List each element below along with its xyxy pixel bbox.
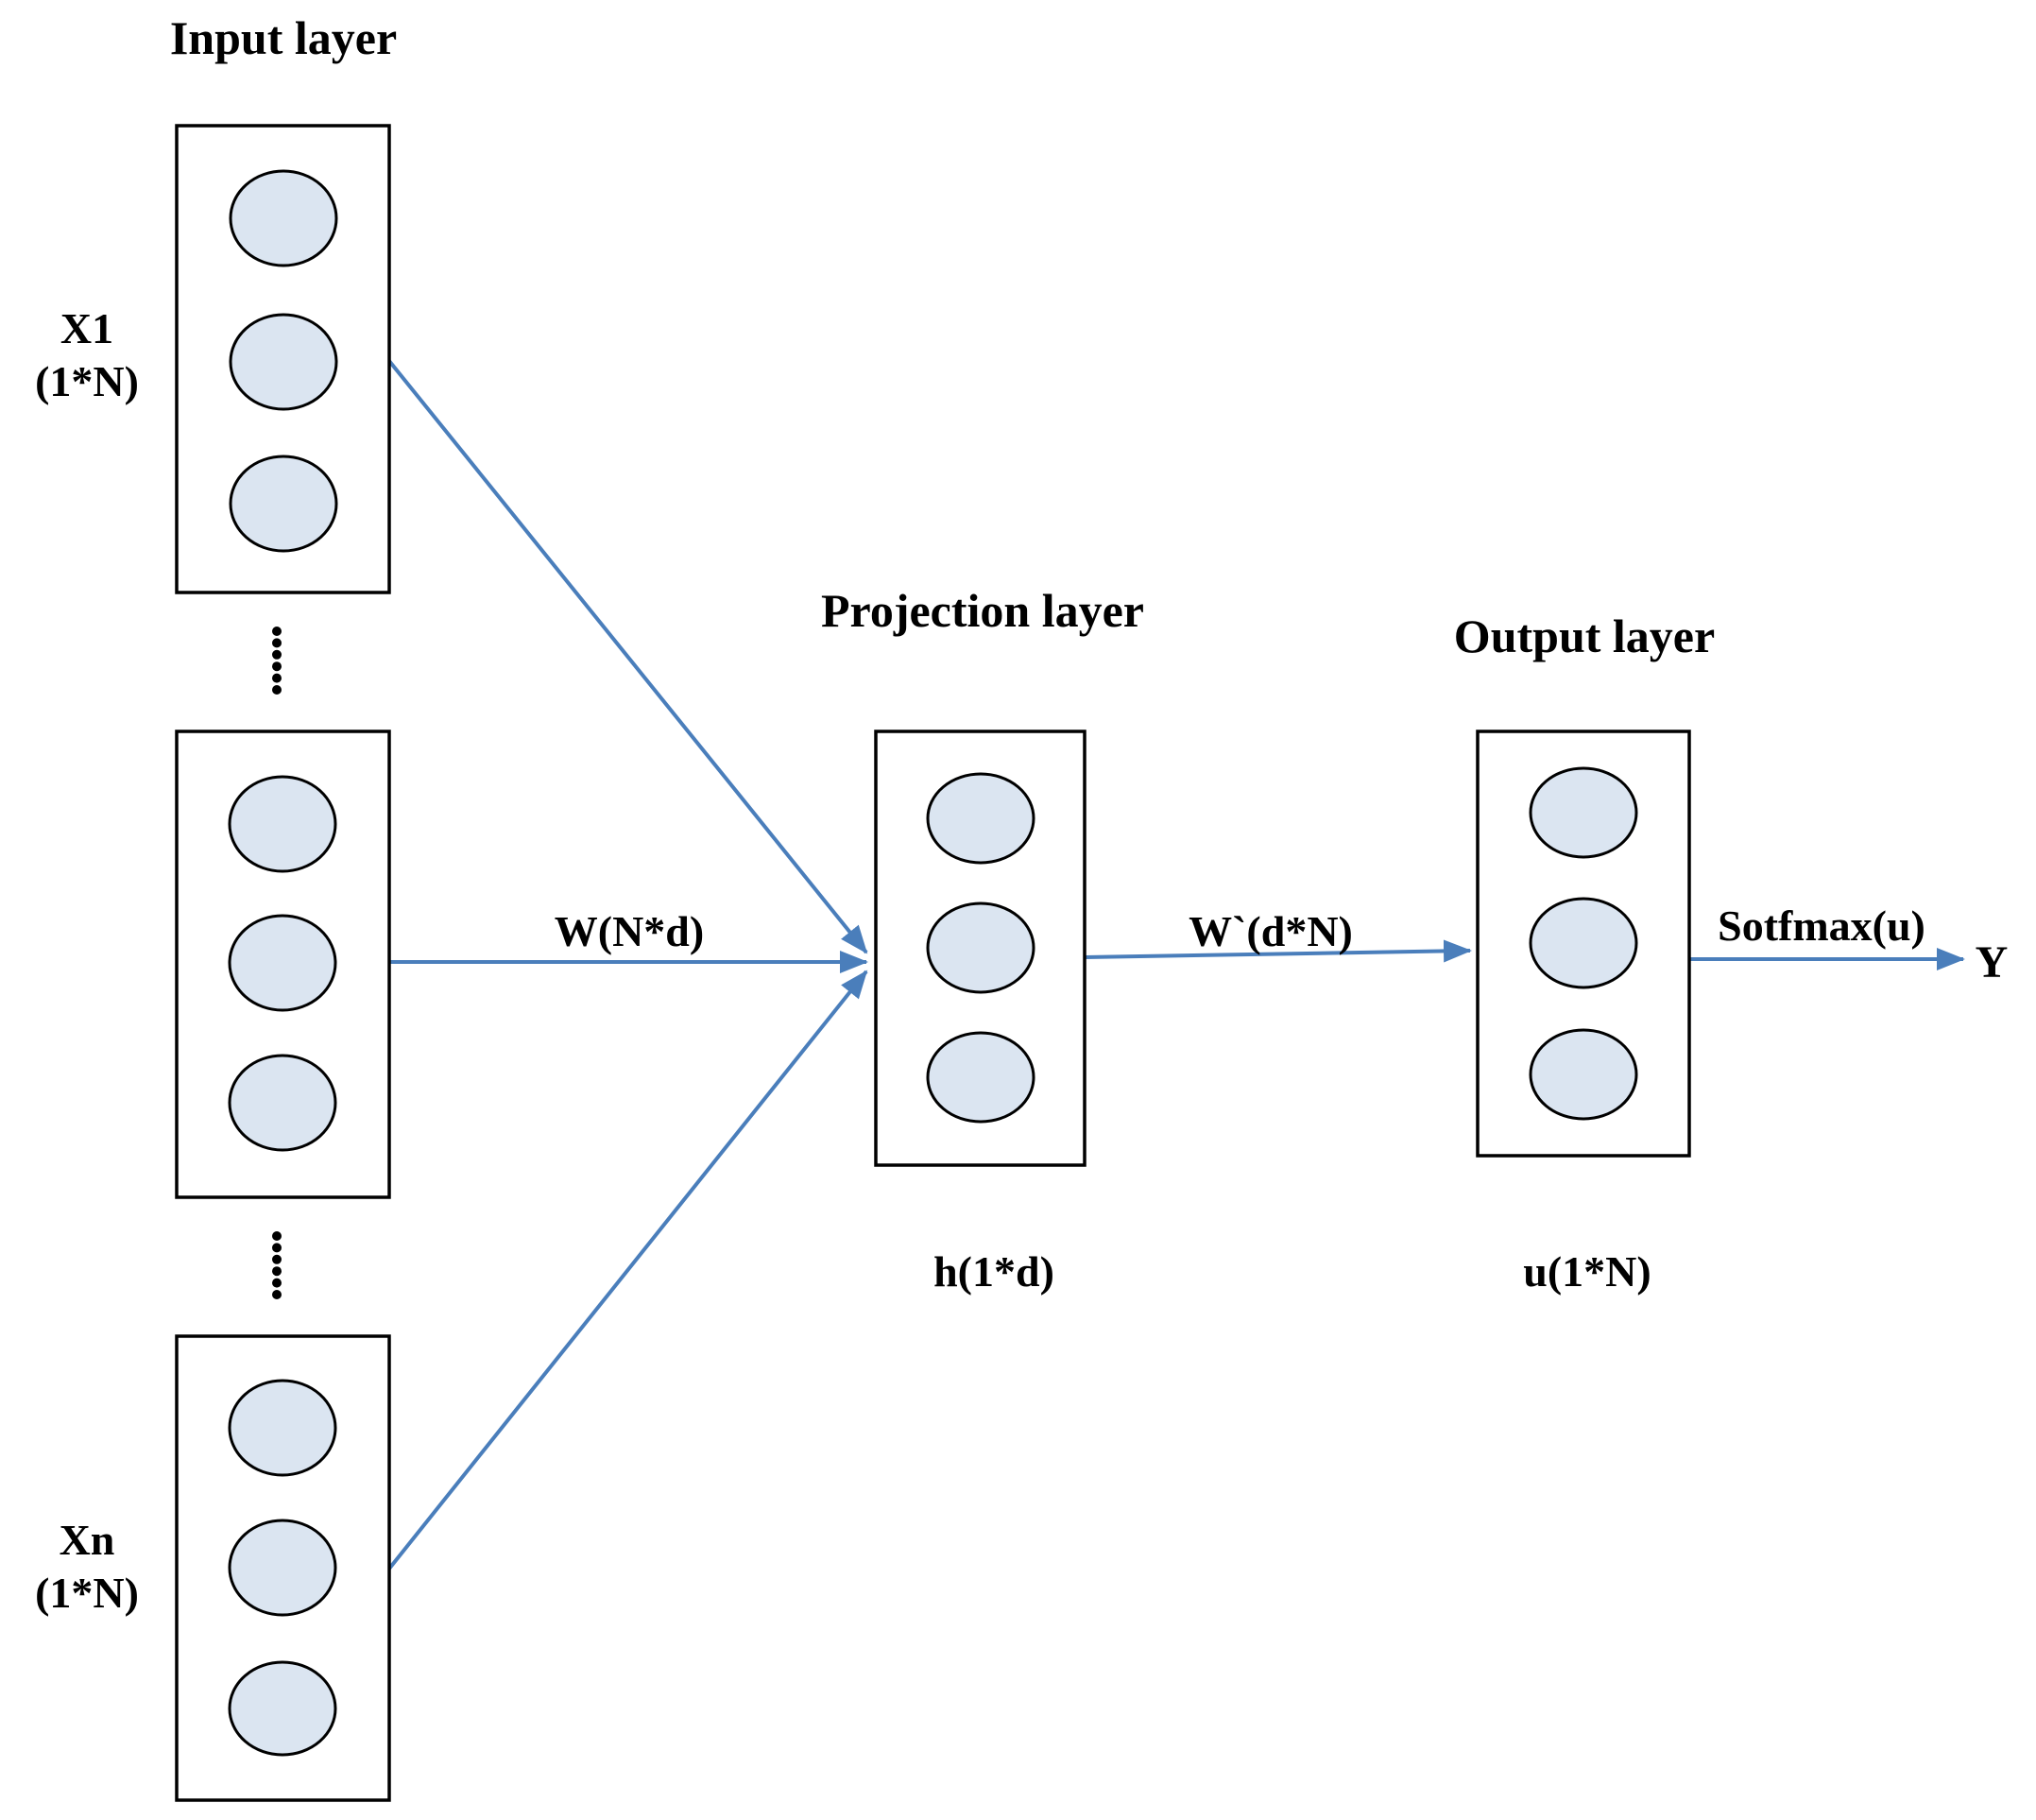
arrow-xn-to-projection	[387, 970, 868, 1571]
projection-layer-title: Projection layer	[821, 584, 1144, 637]
xn-label-line2: (1*N)	[35, 1569, 139, 1618]
output-node-3	[1529, 1028, 1638, 1121]
softmax-label: Sotfmax(u)	[1718, 901, 1925, 950]
x1-label-line1: X1	[60, 304, 114, 352]
input-x1-node-2	[229, 313, 338, 411]
projection-node-1	[926, 772, 1035, 865]
projection-node-3	[926, 1031, 1035, 1124]
input-xn-node-2	[228, 1519, 337, 1617]
x1-label-line2: (1*N)	[35, 357, 139, 406]
projection-node-2	[926, 901, 1035, 994]
arrow-projection-to-output	[1084, 939, 1472, 963]
weight-in-label: W(N*d)	[554, 907, 705, 955]
input-xn-node-1	[228, 1379, 337, 1477]
input-x1-node-3	[229, 455, 338, 553]
input-xn-node-3	[228, 1660, 337, 1757]
arrow-x1-to-projection	[387, 359, 868, 954]
input-x1-node-1	[229, 169, 338, 267]
weight-out-label: W`(d*N)	[1189, 907, 1353, 955]
xn-label: Xn (1*N)	[35, 1514, 139, 1620]
output-node-2	[1529, 897, 1638, 989]
output-vector-label: u(1*N)	[1523, 1247, 1651, 1296]
x1-label: X1 (1*N)	[35, 302, 139, 408]
y-output-label: Y	[1975, 937, 2009, 987]
hidden-vector-label: h(1*d)	[933, 1247, 1054, 1296]
input-middle-node-1	[228, 775, 337, 873]
input-middle-node-3	[228, 1054, 337, 1152]
output-layer-title: Output layer	[1453, 610, 1716, 662]
xn-label-line1: Xn	[59, 1516, 115, 1564]
input-layer-title: Input layer	[169, 11, 398, 64]
input-middle-node-2	[228, 914, 337, 1012]
output-node-1	[1529, 766, 1638, 859]
